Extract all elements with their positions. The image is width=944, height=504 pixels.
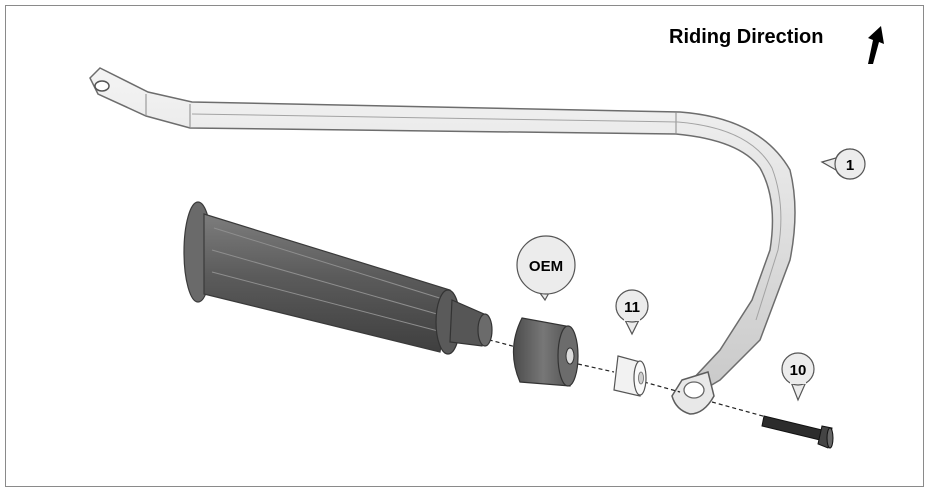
- callout-1-label: 1: [846, 157, 854, 174]
- riding-direction-label: Riding Direction: [669, 26, 824, 48]
- diagram-frame: [5, 5, 924, 487]
- oem-bar-end-weight: [512, 317, 579, 387]
- handguard-bar: [89, 67, 796, 415]
- handlebar-grip: [183, 201, 493, 355]
- callout-10-label: 10: [790, 362, 807, 379]
- bolt-part-10: [761, 415, 834, 449]
- callout-10: 10: [781, 352, 815, 402]
- callout-1: 1: [820, 148, 866, 180]
- assembly-axis: [481, 337, 771, 419]
- arrow-up-icon: [868, 26, 884, 64]
- spacer-part-11: [613, 355, 647, 397]
- callout-11-label: 11: [624, 299, 640, 316]
- callout-11: 11: [615, 289, 649, 336]
- callout-oem: OEM: [516, 235, 576, 302]
- callout-oem-label: OEM: [529, 258, 563, 275]
